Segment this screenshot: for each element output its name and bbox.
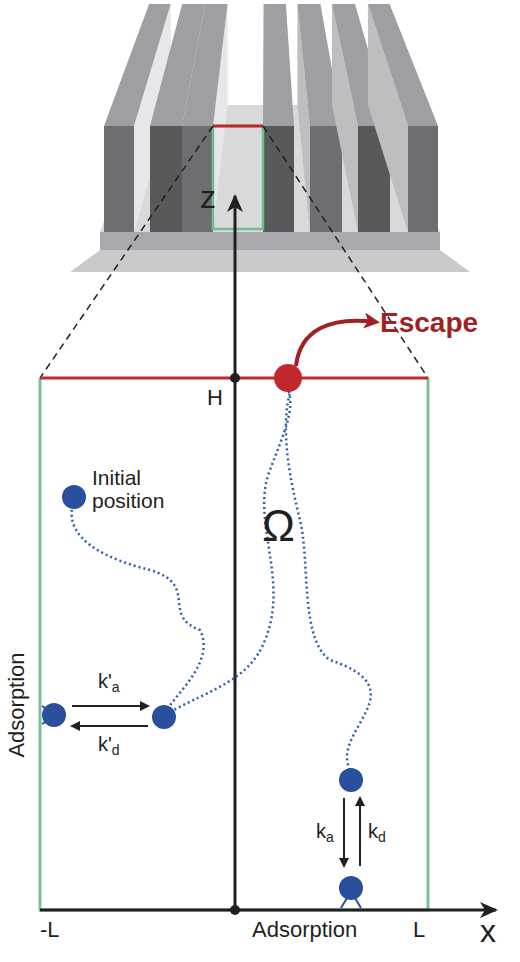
rate-label: k'd bbox=[98, 733, 120, 758]
fin-shape bbox=[263, 4, 294, 126]
escape-arrow bbox=[296, 321, 376, 366]
fin-shape bbox=[104, 126, 134, 232]
zoom-lines bbox=[263, 126, 428, 378]
axes bbox=[40, 196, 496, 915]
axis-name: z bbox=[200, 180, 216, 215]
trajectories bbox=[72, 500, 204, 712]
rate-arrows bbox=[343, 798, 345, 866]
cell-outline bbox=[213, 126, 263, 229]
rate-arrows bbox=[72, 706, 360, 866]
axes bbox=[40, 909, 496, 912]
escape-label: Escape bbox=[380, 308, 478, 339]
trajectories bbox=[286, 392, 371, 770]
particles bbox=[339, 768, 363, 792]
particles bbox=[274, 364, 302, 392]
wall-label: Adsorption bbox=[5, 652, 29, 757]
domain-symbol: Ω bbox=[262, 502, 295, 550]
fin-shape bbox=[263, 126, 294, 232]
height-label: H bbox=[207, 386, 223, 410]
particles bbox=[152, 705, 176, 729]
coordinate-label: L bbox=[413, 918, 425, 942]
start-label: Initial position bbox=[92, 466, 192, 512]
fin-shape bbox=[182, 4, 228, 126]
particles bbox=[42, 703, 66, 727]
rate-arrows bbox=[72, 705, 148, 707]
rate-arrows bbox=[72, 725, 148, 727]
cell-opening bbox=[213, 125, 263, 128]
rate-arrows bbox=[359, 798, 361, 866]
fin-shape bbox=[100, 232, 440, 250]
wall-label: Adsorption bbox=[252, 918, 357, 942]
fin-shape bbox=[182, 126, 213, 232]
trajectories bbox=[72, 388, 371, 770]
zoom-lines bbox=[40, 126, 213, 378]
fin-shape bbox=[70, 250, 470, 272]
fin-shape bbox=[368, 4, 438, 126]
rate-label: kd bbox=[368, 820, 386, 845]
axis-name: x bbox=[480, 914, 496, 949]
particles bbox=[339, 876, 363, 900]
axes bbox=[234, 196, 237, 912]
particles bbox=[62, 485, 86, 509]
axes bbox=[230, 905, 240, 915]
rate-label: k'a bbox=[98, 670, 120, 695]
rate-label: ka bbox=[316, 820, 334, 845]
fin-shape bbox=[408, 126, 438, 232]
fin-shape bbox=[310, 126, 342, 232]
particles bbox=[42, 364, 363, 908]
coordinate-label: -L bbox=[40, 918, 60, 942]
axes bbox=[230, 373, 240, 383]
